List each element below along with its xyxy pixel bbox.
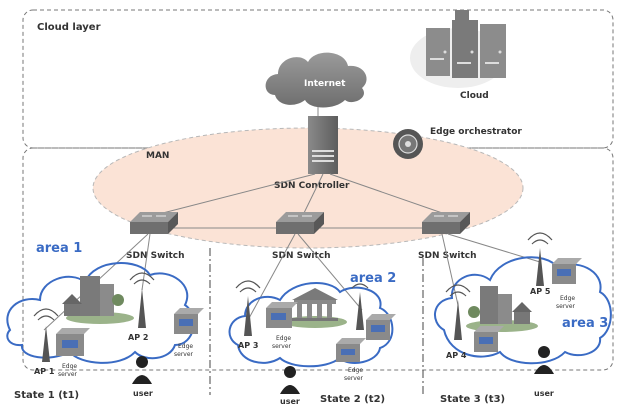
ap2-antenna-icon xyxy=(129,272,155,328)
edge-server-icon-3 xyxy=(266,302,298,328)
cloud-layer-label: Cloud layer xyxy=(37,22,101,33)
edge-server-label-3b: server xyxy=(272,343,292,350)
antenna-icon-area2 xyxy=(351,283,369,330)
edge-server-label-3a: Edge xyxy=(276,335,291,342)
edge-server-label-7b: server xyxy=(556,303,576,310)
cloud-server-icon xyxy=(410,10,506,88)
edge-server-label-2a: Edge xyxy=(178,343,193,350)
ap3-antenna-icon xyxy=(235,280,261,336)
sdn-controller-label: SDN Controller xyxy=(274,181,350,191)
sdn-switch-icon-2 xyxy=(276,212,324,234)
sdn-switch-icon-1 xyxy=(130,212,178,234)
area-1-label: area 1 xyxy=(36,241,82,256)
edge-server-icon-2 xyxy=(174,308,204,334)
edge-server-icon-4 xyxy=(366,314,396,340)
city-icon-1 xyxy=(62,276,134,324)
user-label-3: user xyxy=(534,389,554,398)
ap1-label: AP 1 xyxy=(34,367,55,376)
cloud-label: Cloud xyxy=(460,91,489,101)
sdn-controller-icon xyxy=(308,116,338,174)
internet-cloud-icon xyxy=(265,52,367,108)
ap1-antenna-icon xyxy=(33,308,59,362)
area-2-boundary xyxy=(228,281,394,368)
user-label-1: user xyxy=(133,389,153,398)
internet-label: Internet xyxy=(304,79,346,89)
area-2-label: area 2 xyxy=(350,271,396,286)
edge-server-label-1b: server xyxy=(58,371,78,378)
sdn-switch-icon-3 xyxy=(422,212,470,234)
edge-server-label-5a: Edge xyxy=(348,367,363,374)
edge-server-label-1a: Edge xyxy=(62,363,77,370)
ap4-label: AP 4 xyxy=(446,351,467,360)
city-icon-3 xyxy=(466,286,538,332)
ap3-label: AP 3 xyxy=(238,341,258,350)
edge-orchestrator-label: Edge orchestrator xyxy=(430,127,522,137)
ap2-label: AP 2 xyxy=(128,333,148,342)
edge-server-label-5b: server xyxy=(344,375,364,382)
edge-server-icon-6 xyxy=(474,326,504,352)
sdn-switch-label-1: SDN Switch xyxy=(126,251,185,261)
ap5-label: AP 5 xyxy=(530,287,551,296)
edge-server-icon-5 xyxy=(336,338,366,362)
ap5-antenna-icon xyxy=(527,232,553,286)
user-label-2: user xyxy=(280,397,300,406)
building-icon-2 xyxy=(283,288,347,328)
state-2-label: State 2 (t2) xyxy=(320,394,385,405)
edge-server-icon-1 xyxy=(56,328,90,356)
edge-server-icon-7 xyxy=(552,258,582,284)
state-1-label: State 1 (t1) xyxy=(14,390,79,401)
user-icon-2 xyxy=(280,366,300,394)
edge-server-label-7a: Edge xyxy=(560,295,575,302)
man-region-box xyxy=(22,147,614,371)
ap4-antenna-icon xyxy=(445,284,471,340)
man-label: MAN xyxy=(146,151,169,161)
area-3-boundary xyxy=(434,256,612,365)
edge-server-label-2b: server xyxy=(174,351,194,358)
sdn-switch-label-2: SDN Switch xyxy=(272,251,331,261)
user-icon-1 xyxy=(132,356,152,384)
state-3-label: State 3 (t3) xyxy=(440,394,505,405)
edge-orchestrator-icon xyxy=(393,129,423,159)
area-3-label: area 3 xyxy=(562,316,608,331)
user-icon-3 xyxy=(534,346,554,374)
